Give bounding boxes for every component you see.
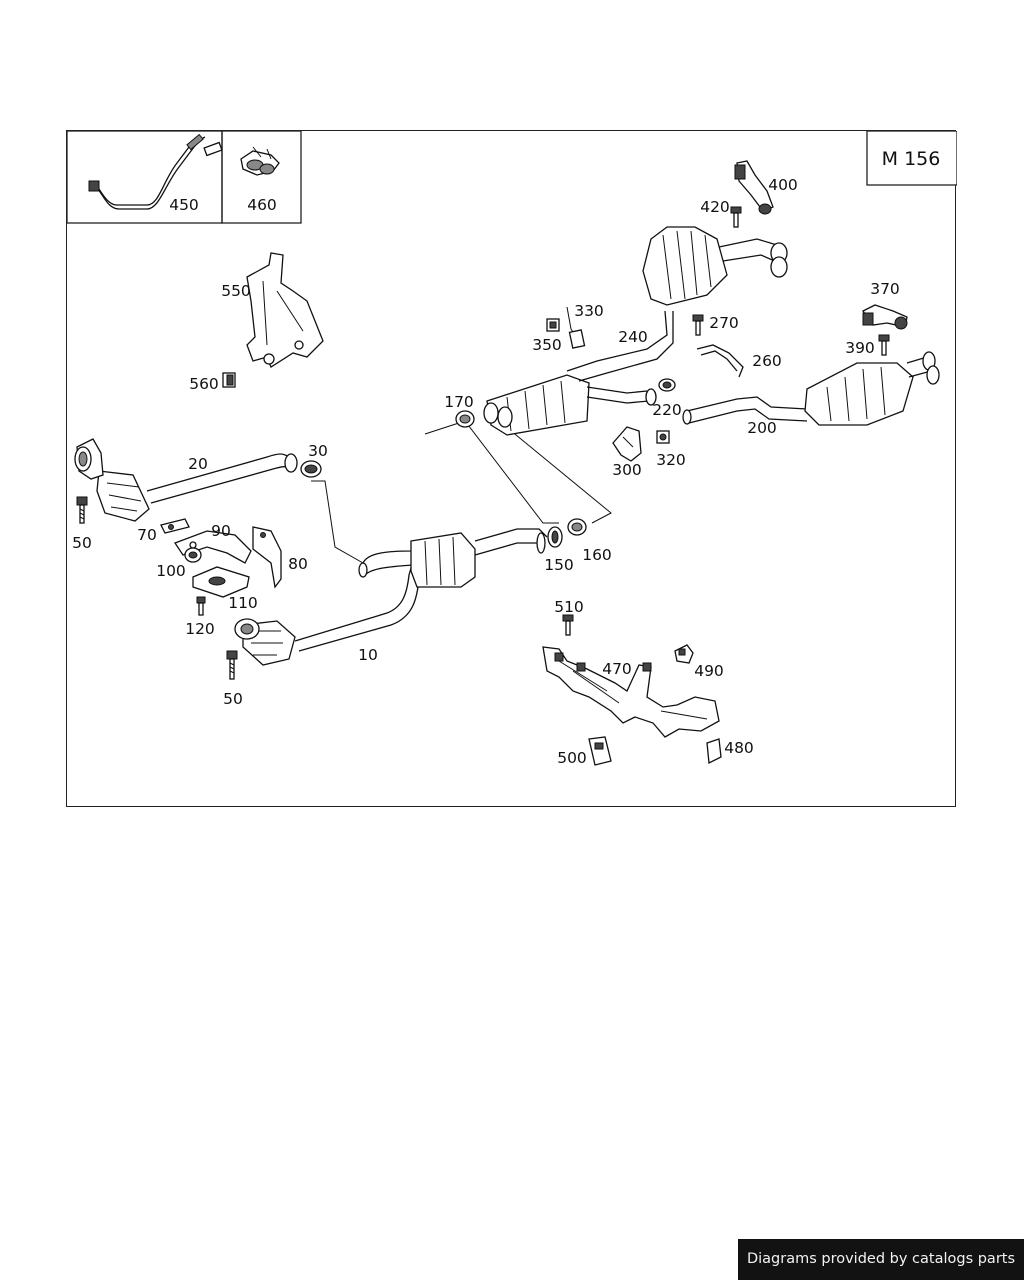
bracket-110-part[interactable] bbox=[192, 566, 250, 598]
callout-480: 480 bbox=[724, 739, 754, 757]
clamp-220-part[interactable] bbox=[658, 378, 676, 392]
callout-490: 490 bbox=[694, 662, 724, 680]
callout-510: 510 bbox=[554, 598, 584, 616]
center-catalyst-part[interactable] bbox=[358, 528, 548, 588]
callout-50-upper: 50 bbox=[72, 534, 92, 552]
nut-320-part[interactable] bbox=[656, 430, 670, 444]
callout-120: 120 bbox=[185, 620, 215, 638]
callout-30: 30 bbox=[308, 442, 328, 460]
bracket-550-part[interactable] bbox=[246, 252, 324, 368]
callout-170: 170 bbox=[444, 393, 474, 411]
clamp-170-part[interactable] bbox=[455, 410, 475, 428]
callout-270: 270 bbox=[709, 314, 739, 332]
callout-300: 300 bbox=[612, 461, 642, 479]
callout-420: 420 bbox=[700, 198, 730, 216]
callout-240: 240 bbox=[618, 328, 648, 346]
bolt-270-part[interactable] bbox=[692, 314, 704, 336]
callout-560: 560 bbox=[189, 375, 219, 393]
model-code: M 156 bbox=[882, 148, 941, 170]
heat-shield-470-part[interactable] bbox=[542, 646, 720, 738]
front-pipe-20-part[interactable] bbox=[74, 438, 298, 522]
bolt-50-upper-part[interactable] bbox=[76, 496, 88, 524]
rear-pipe-200-part[interactable] bbox=[682, 351, 940, 426]
callout-550: 550 bbox=[221, 282, 251, 300]
clamp-460-part[interactable] bbox=[240, 146, 280, 176]
callout-50-lower: 50 bbox=[223, 690, 243, 708]
callout-10: 10 bbox=[358, 646, 378, 664]
hanger-370-part[interactable] bbox=[862, 304, 908, 330]
nut-350-part[interactable] bbox=[546, 318, 560, 332]
rubber-mount-100-part[interactable] bbox=[184, 547, 202, 563]
intermediate-pipe-240-part[interactable] bbox=[483, 310, 674, 436]
exhaust-diagram-frame: M 156 450 460 400 420 370 390 550 560 33… bbox=[66, 130, 957, 807]
callout-200: 200 bbox=[747, 419, 777, 437]
bolt-120-part[interactable] bbox=[196, 596, 206, 616]
clip-480-part[interactable] bbox=[706, 738, 722, 765]
hanger-400-part[interactable] bbox=[734, 160, 774, 215]
callout-500: 500 bbox=[557, 749, 587, 767]
callout-390: 390 bbox=[845, 339, 875, 357]
callout-160: 160 bbox=[582, 546, 612, 564]
callout-320: 320 bbox=[656, 451, 686, 469]
oxygen-sensor-part[interactable] bbox=[88, 133, 223, 210]
sensor-330-part[interactable] bbox=[566, 306, 586, 349]
bracket-300-part[interactable] bbox=[612, 426, 642, 462]
rear-muffler-left-part[interactable] bbox=[642, 226, 788, 306]
bracket-70-part[interactable] bbox=[160, 518, 190, 534]
bolt-390-part[interactable] bbox=[878, 334, 890, 356]
footer-credit: Diagrams provided by catalogs parts bbox=[738, 1239, 1024, 1280]
clamp-30-part[interactable] bbox=[300, 460, 322, 478]
callout-330: 330 bbox=[574, 302, 604, 320]
callout-350: 350 bbox=[532, 336, 562, 354]
connector-lines bbox=[311, 420, 612, 564]
callout-260: 260 bbox=[752, 352, 782, 370]
callout-220: 220 bbox=[652, 401, 682, 419]
model-box bbox=[866, 131, 957, 186]
callout-labels: M 156 450 460 400 420 370 390 550 560 33… bbox=[72, 148, 940, 767]
clamp-160-part[interactable] bbox=[567, 518, 587, 536]
bolt-420-part[interactable] bbox=[730, 206, 742, 228]
inset-boxes bbox=[67, 131, 957, 224]
bolt-50-lower-part[interactable] bbox=[226, 650, 238, 680]
callout-100: 100 bbox=[156, 562, 186, 580]
hanger-260-part[interactable] bbox=[696, 344, 744, 378]
callout-450: 450 bbox=[169, 196, 199, 214]
clip-490-part[interactable] bbox=[674, 644, 694, 664]
callout-70: 70 bbox=[137, 526, 157, 544]
clamp-150-part[interactable] bbox=[547, 526, 563, 548]
callout-90: 90 bbox=[211, 522, 231, 540]
exhaust-system-diagram: M 156 450 460 400 420 370 390 550 560 33… bbox=[67, 131, 957, 767]
clip-500-part[interactable] bbox=[588, 736, 612, 766]
callout-370: 370 bbox=[870, 280, 900, 298]
front-pipe-10-part[interactable] bbox=[234, 560, 424, 666]
callout-400: 400 bbox=[768, 176, 798, 194]
nut-560-part[interactable] bbox=[222, 372, 236, 388]
callout-80: 80 bbox=[288, 555, 308, 573]
bracket-80-part[interactable] bbox=[252, 526, 282, 589]
bolt-510-part[interactable] bbox=[562, 614, 574, 636]
callout-460: 460 bbox=[247, 196, 277, 214]
callout-20: 20 bbox=[188, 455, 208, 473]
callout-150: 150 bbox=[544, 556, 574, 574]
callout-110: 110 bbox=[228, 594, 258, 612]
callout-470: 470 bbox=[602, 660, 632, 678]
